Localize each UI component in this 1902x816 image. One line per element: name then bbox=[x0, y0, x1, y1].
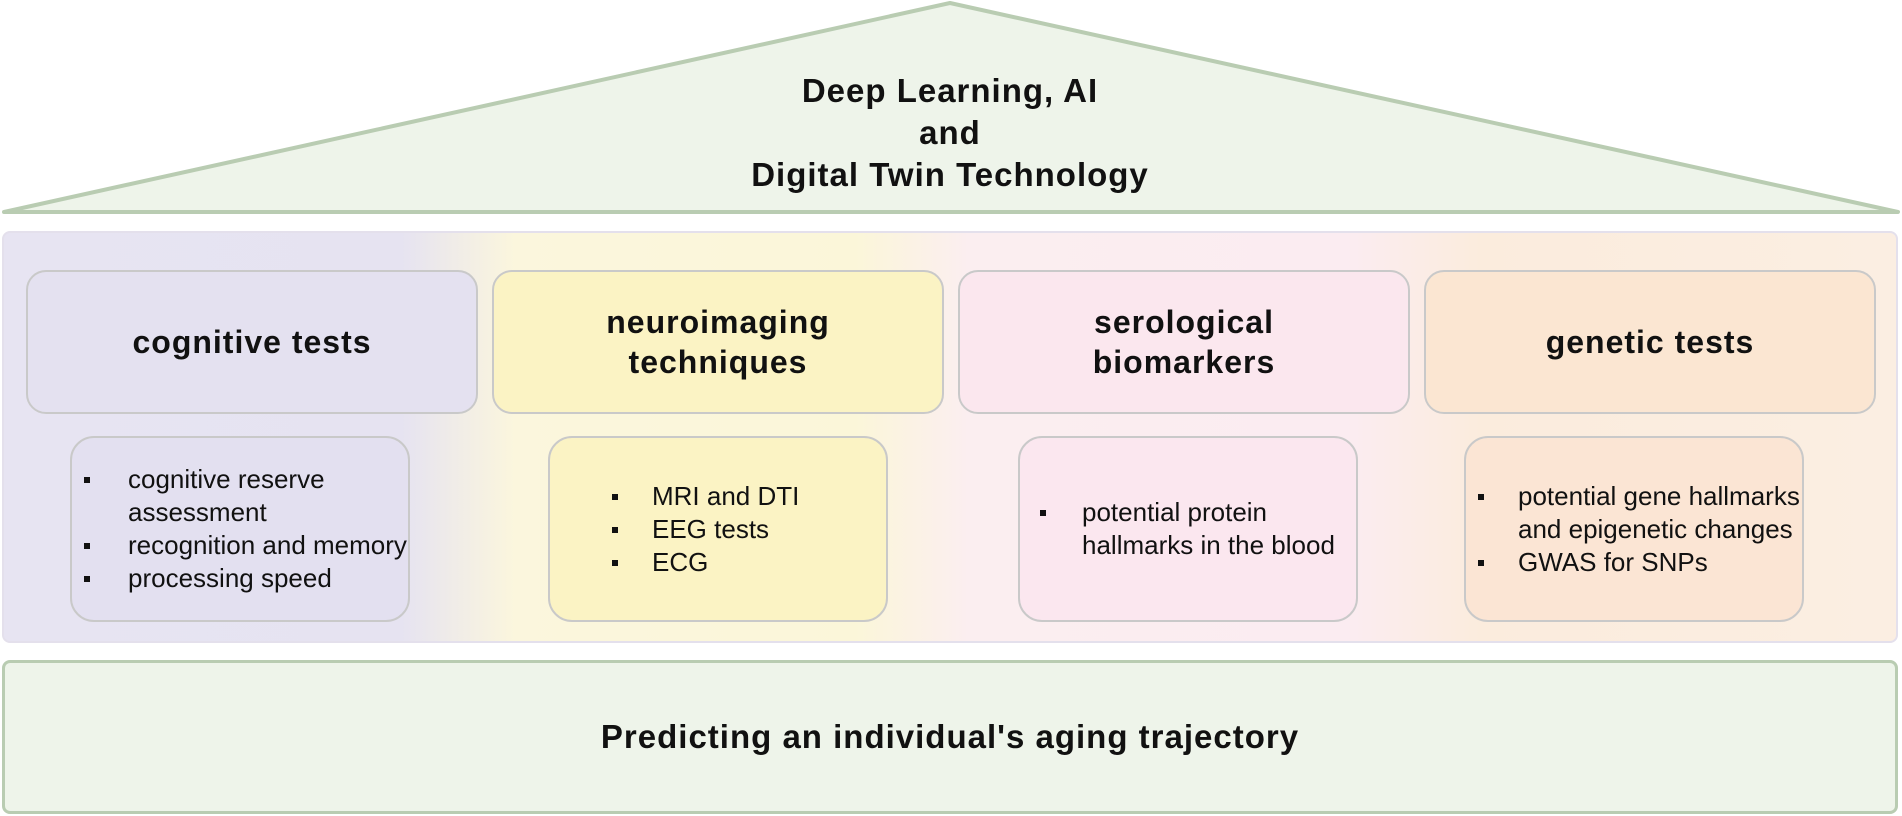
pillar-title-line-1: neuroimaging bbox=[606, 304, 830, 340]
pillar-serological-biomarkers: serological biomarkers bbox=[958, 270, 1410, 414]
details-list: MRI and DTI EEG tests ECG bbox=[600, 480, 799, 579]
details-list: cognitive reserve assessment recognition… bbox=[72, 463, 408, 595]
pillar-title-line-2: biomarkers bbox=[1092, 344, 1276, 380]
details-list: potential protein hallmarks in the blood bbox=[1028, 496, 1356, 562]
foundation-text: Predicting an individual's aging traject… bbox=[600, 718, 1300, 755]
details-cognitive-tests: cognitive reserve assessment recognition… bbox=[70, 436, 410, 622]
foundation-box: Predicting an individual's aging traject… bbox=[2, 660, 1898, 814]
list-item: MRI and DTI bbox=[600, 480, 799, 513]
pillar-title: cognitive tests bbox=[132, 324, 372, 360]
list-item: potential gene hallmarks and epigenetic … bbox=[1466, 480, 1802, 546]
list-item: recognition and memory bbox=[72, 529, 408, 562]
list-item: potential protein hallmarks in the blood bbox=[1028, 496, 1356, 562]
details-list: potential gene hallmarks and epigenetic … bbox=[1466, 480, 1802, 579]
details-genetic-tests: potential gene hallmarks and epigenetic … bbox=[1464, 436, 1804, 622]
pillar-genetic-tests: genetic tests bbox=[1424, 270, 1876, 414]
roof-triangle bbox=[2, 1, 1900, 214]
details-neuroimaging-techniques: MRI and DTI EEG tests ECG bbox=[548, 436, 888, 622]
pillar-cognitive-tests: cognitive tests bbox=[26, 270, 478, 414]
pillar-neuroimaging-techniques: neuroimaging techniques bbox=[492, 270, 944, 414]
list-item: cognitive reserve assessment bbox=[72, 463, 408, 529]
pillar-title-line-1: serological bbox=[1094, 304, 1274, 340]
pillar-title-line-2: techniques bbox=[628, 344, 808, 380]
list-item: processing speed bbox=[72, 562, 408, 595]
roof-title: Deep Learning, AI and Digital Twin Techn… bbox=[600, 70, 1300, 196]
details-serological-biomarkers: potential protein hallmarks in the blood bbox=[1018, 436, 1358, 622]
pillar-title: genetic tests bbox=[1545, 324, 1755, 360]
roof-title-line-1: Deep Learning, AI bbox=[801, 72, 1099, 109]
list-item: GWAS for SNPs bbox=[1466, 546, 1802, 579]
list-item: ECG bbox=[600, 546, 799, 579]
list-item: EEG tests bbox=[600, 513, 799, 546]
roof-title-line-3: Digital Twin Technology bbox=[751, 156, 1149, 193]
roof-title-line-2: and bbox=[919, 114, 981, 151]
